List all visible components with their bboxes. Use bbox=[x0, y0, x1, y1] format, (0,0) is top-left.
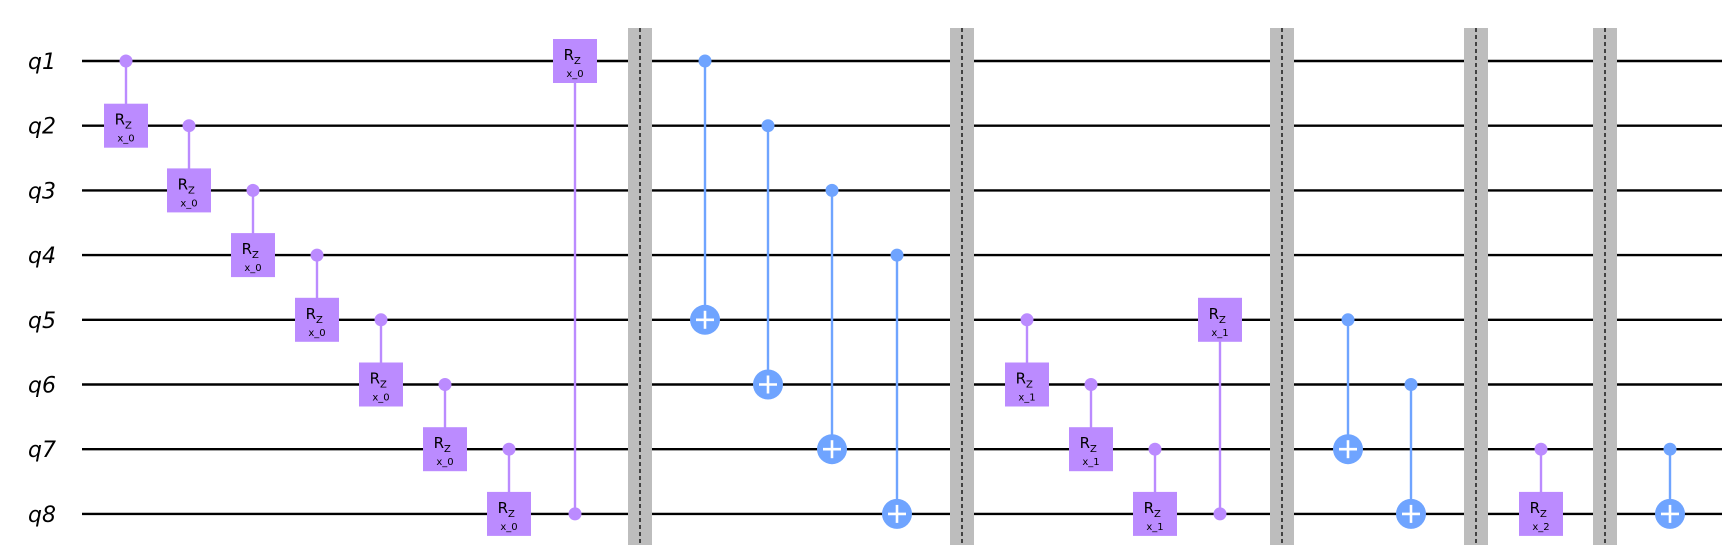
qubit-label-q2: q2 bbox=[28, 115, 56, 140]
rz-gate-label: R bbox=[1530, 499, 1540, 517]
rz-gate bbox=[295, 297, 339, 342]
control-dot bbox=[890, 248, 904, 262]
rz-gate-label: R bbox=[115, 111, 125, 129]
rz-gate-label: R bbox=[1016, 370, 1026, 388]
rz-gate-sublabel: Z bbox=[1154, 509, 1161, 520]
rz-gate-sublabel: Z bbox=[1090, 444, 1097, 455]
rz-gate-sublabel: Z bbox=[252, 250, 259, 261]
control-dot bbox=[1534, 442, 1548, 456]
rz-gate-param: x_0 bbox=[117, 134, 134, 145]
rz-gate-sublabel: Z bbox=[1540, 509, 1547, 520]
qubit-label-q4: q4 bbox=[28, 244, 56, 269]
rz-gate-label: R bbox=[370, 370, 380, 388]
control-dot bbox=[246, 183, 260, 197]
rz-gate-sublabel: Z bbox=[316, 315, 323, 326]
control-dot bbox=[568, 507, 582, 521]
rz-gate-label: R bbox=[306, 305, 316, 323]
rz-gate bbox=[167, 168, 211, 213]
control-dot bbox=[1341, 313, 1355, 327]
control-dot bbox=[698, 54, 712, 68]
rz-gate-label: R bbox=[1080, 434, 1090, 452]
control-dot bbox=[119, 54, 133, 68]
rz-gate-sublabel: Z bbox=[1026, 380, 1033, 391]
rz-gate bbox=[231, 233, 275, 278]
rz-gate-label: R bbox=[1144, 499, 1154, 517]
rz-gate-param: x_0 bbox=[372, 393, 389, 404]
qubit-label-q5: q5 bbox=[28, 309, 56, 334]
rz-gate-label: R bbox=[434, 434, 444, 452]
control-dot bbox=[1084, 378, 1098, 391]
rz-gate-param: x_0 bbox=[308, 328, 325, 339]
rz-gate bbox=[1198, 297, 1242, 342]
rz-gate-sublabel: Z bbox=[508, 509, 515, 520]
rz-gate-sublabel: Z bbox=[380, 380, 387, 391]
rz-gate-param: x_2 bbox=[1532, 522, 1549, 533]
rz-gate bbox=[1069, 427, 1113, 472]
control-dot bbox=[374, 313, 388, 327]
rz-gate bbox=[104, 103, 148, 148]
qubit-label-q8: q8 bbox=[28, 503, 56, 528]
rz-gate bbox=[1519, 491, 1563, 536]
rz-gate-param: x_0 bbox=[180, 198, 197, 209]
rz-gate bbox=[423, 427, 467, 472]
rz-gate-param: x_1 bbox=[1211, 328, 1228, 339]
rz-gate-param: x_0 bbox=[566, 69, 583, 80]
rz-gate-sublabel: Z bbox=[574, 56, 581, 67]
rz-gate-param: x_1 bbox=[1018, 393, 1035, 404]
control-dot bbox=[1663, 442, 1677, 456]
rz-gate bbox=[359, 362, 403, 407]
rz-gate-label: R bbox=[564, 46, 574, 64]
rz-gate bbox=[487, 491, 531, 536]
rz-gate-param: x_0 bbox=[436, 457, 453, 468]
rz-gate-sublabel: Z bbox=[188, 185, 195, 196]
qubit-label-q1: q1 bbox=[28, 50, 56, 75]
rz-gate bbox=[1133, 491, 1177, 536]
rz-gate bbox=[1005, 362, 1049, 407]
control-dot bbox=[1020, 313, 1034, 327]
control-dot bbox=[502, 442, 516, 456]
rz-gate-param: x_1 bbox=[1082, 457, 1099, 468]
rz-gate-sublabel: Z bbox=[444, 444, 451, 455]
rz-gate-label: R bbox=[178, 175, 188, 193]
qubit-label-q6: q6 bbox=[28, 374, 56, 399]
rz-gate-param: x_0 bbox=[500, 522, 517, 533]
rz-gate-sublabel: Z bbox=[125, 121, 132, 132]
rz-gate-sublabel: Z bbox=[1219, 315, 1226, 326]
rz-gate-label: R bbox=[242, 240, 252, 258]
rz-gate-label: R bbox=[498, 499, 508, 517]
rz-gate-label: R bbox=[1209, 305, 1219, 323]
qubit-label-q7: q7 bbox=[28, 438, 56, 463]
control-dot bbox=[1148, 442, 1162, 456]
rz-gate bbox=[553, 39, 597, 83]
control-dot bbox=[310, 248, 324, 262]
rz-gate-param: x_0 bbox=[244, 263, 261, 274]
control-dot bbox=[1213, 507, 1227, 521]
control-dot bbox=[1404, 378, 1418, 391]
control-dot bbox=[182, 119, 196, 133]
rz-gate-param: x_1 bbox=[1146, 522, 1163, 533]
control-dot bbox=[761, 119, 775, 133]
control-dot bbox=[438, 378, 452, 391]
control-dot bbox=[825, 183, 839, 197]
qubit-label-q3: q3 bbox=[28, 179, 56, 204]
